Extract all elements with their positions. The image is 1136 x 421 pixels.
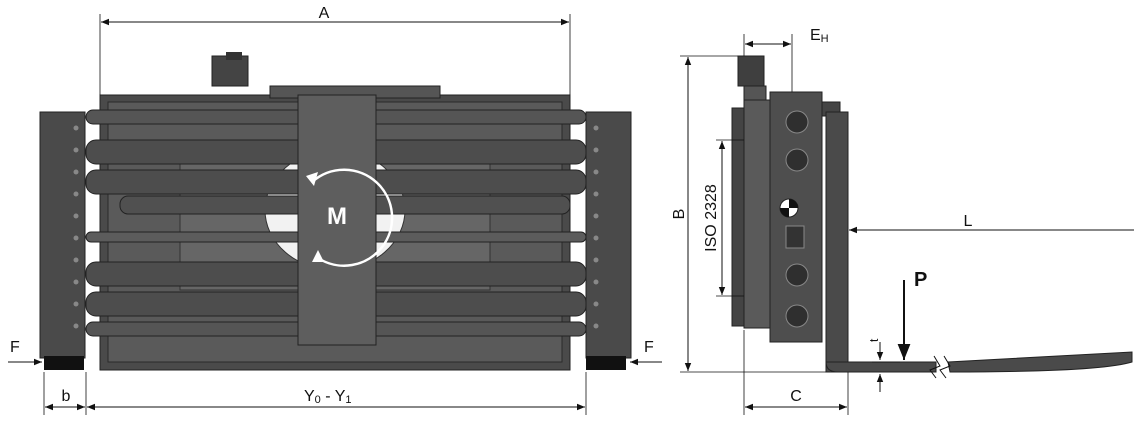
side-view — [731, 55, 1133, 379]
side-main-body — [769, 91, 823, 343]
label-l: L — [964, 213, 973, 230]
label-c: C — [790, 388, 802, 405]
label-iso: ISO 2328 — [703, 184, 720, 252]
side-dimensions: EH B ISO 2328 L P t C — [671, 27, 1134, 415]
side-valve-block — [737, 55, 765, 87]
label-b-height: B — [671, 209, 688, 220]
label-b: b — [62, 388, 71, 405]
side-fork-shank — [825, 111, 849, 373]
label-t: t — [867, 338, 881, 342]
center-plate — [297, 94, 377, 346]
side-fork-tip — [947, 351, 1133, 373]
label-a: A — [319, 5, 330, 22]
rotation-arrow: M — [306, 168, 394, 267]
label-e-h: EH — [810, 27, 829, 45]
label-p: P — [914, 269, 927, 291]
left-fork — [39, 111, 86, 370]
rotation-label: M — [327, 203, 347, 230]
side-back-plate — [743, 99, 771, 329]
front-view: M — [39, 52, 632, 371]
hydraulic-cylinders — [85, 109, 587, 337]
label-y: Y0 - Y1 — [304, 388, 352, 406]
valve-block — [211, 55, 249, 87]
right-fork — [585, 111, 632, 370]
label-f-right: F — [644, 339, 654, 356]
front-dimensions: A F F b Y0 - Y1 — [8, 5, 662, 415]
label-f-left: F — [10, 339, 20, 356]
